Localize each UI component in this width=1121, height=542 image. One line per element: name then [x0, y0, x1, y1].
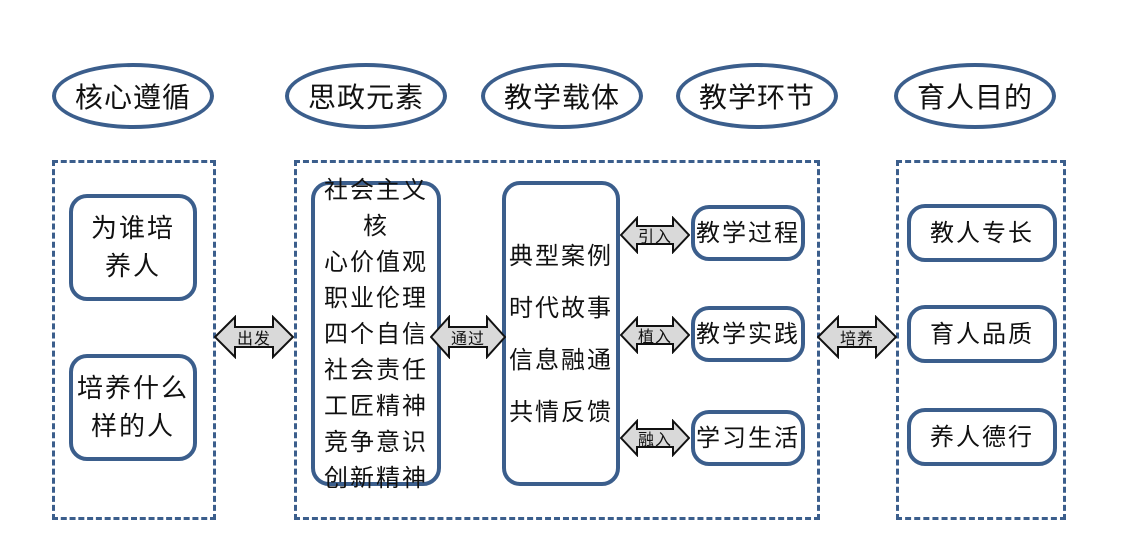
- goal-box-virtue: 养人德行: [907, 408, 1057, 466]
- carrier-item: 时代故事: [509, 293, 613, 322]
- core-box-what-kind: 培养什么 样的人: [69, 354, 197, 461]
- element-item: 心价值观: [324, 247, 428, 276]
- header-teaching-carrier: 教学载体: [481, 63, 643, 129]
- arrow-label: 融入: [637, 430, 672, 449]
- arrow-integrate: 融入: [620, 419, 690, 457]
- element-item: 竞争意识: [324, 427, 428, 456]
- arrow-label: 出发: [236, 329, 271, 348]
- element-item: 社会主义核: [324, 175, 428, 240]
- element-item: 工匠精神: [324, 391, 428, 420]
- header-education-goal: 育人目的: [894, 63, 1056, 129]
- double-arrow-icon: [620, 216, 690, 254]
- arrow-label: 培养: [839, 329, 874, 348]
- carrier-item: 信息融通: [509, 345, 613, 374]
- stage-box-life: 学习生活: [691, 410, 805, 466]
- core-group: [52, 160, 216, 520]
- arrow-through: 通过: [430, 315, 506, 359]
- double-arrow-icon: [430, 315, 506, 359]
- arrow-cultivate: 培养: [817, 315, 897, 359]
- stage-box-process: 教学过程: [691, 205, 805, 261]
- middle-group: [294, 160, 820, 520]
- double-arrow-icon: [620, 419, 690, 457]
- double-arrow-icon: [214, 315, 294, 359]
- goal-box-expertise: 教人专长: [907, 204, 1057, 262]
- header-ideological-elements: 思政元素: [285, 63, 447, 129]
- arrow-introduce: 引入: [620, 216, 690, 254]
- carriers-box: 典型案例时代故事信息融通共情反馈: [502, 181, 620, 486]
- core-box-for-whom: 为谁培 养人: [69, 194, 197, 301]
- carrier-item: 共情反馈: [509, 397, 613, 426]
- stage-box-practice: 教学实践: [691, 306, 805, 362]
- double-arrow-icon: [620, 316, 690, 354]
- element-item: 社会责任: [324, 355, 428, 384]
- arrow-label: 通过: [450, 329, 485, 348]
- goal-box-quality: 育人品质: [907, 305, 1057, 363]
- arrow-label: 引入: [637, 227, 672, 246]
- element-item: 职业伦理: [324, 283, 428, 312]
- carrier-item: 典型案例: [509, 241, 613, 270]
- arrow-implant: 植入: [620, 316, 690, 354]
- arrow-start: 出发: [214, 315, 294, 359]
- element-item: 四个自信: [324, 319, 428, 348]
- header-teaching-stage: 教学环节: [676, 63, 838, 129]
- goal-group: [896, 160, 1066, 520]
- arrow-label: 植入: [637, 327, 672, 346]
- double-arrow-icon: [817, 315, 897, 359]
- element-item: 创新精神: [324, 463, 428, 492]
- elements-box: 社会主义核心价值观职业伦理四个自信社会责任工匠精神竞争意识创新精神: [311, 176, 441, 492]
- header-core-principle: 核心遵循: [52, 63, 214, 129]
